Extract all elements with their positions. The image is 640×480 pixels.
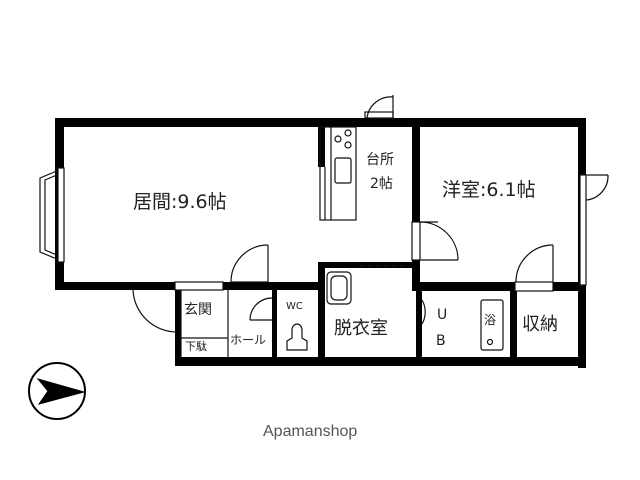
interior-walls [225, 127, 586, 362]
room-storage-label: 収納 [522, 314, 558, 335]
compass [28, 362, 86, 420]
room-unit-bath-u: U [437, 307, 448, 323]
room-western-label: 洋室:6.1帖 [442, 179, 536, 201]
room-entrance-label: 玄関 [184, 302, 212, 318]
room-bath-label: 浴 [484, 313, 497, 327]
room-living-label: 居間:9.6帖 [133, 191, 227, 213]
thin-lines [39, 95, 609, 357]
room-toilet-label: WC [286, 301, 303, 312]
room-shoe-box-label: 下駄 [185, 340, 207, 353]
room-unit-bath-b: B [436, 333, 446, 349]
room-kitchen-label: 台所 [366, 152, 394, 168]
room-kitchen-size: 2帖 [370, 176, 393, 192]
north-arrow-icon [28, 362, 86, 420]
room-hall-label: ホール [230, 333, 267, 347]
watermark: Apamanshop [263, 423, 358, 440]
room-dressing-label: 脱衣室 [334, 318, 388, 339]
